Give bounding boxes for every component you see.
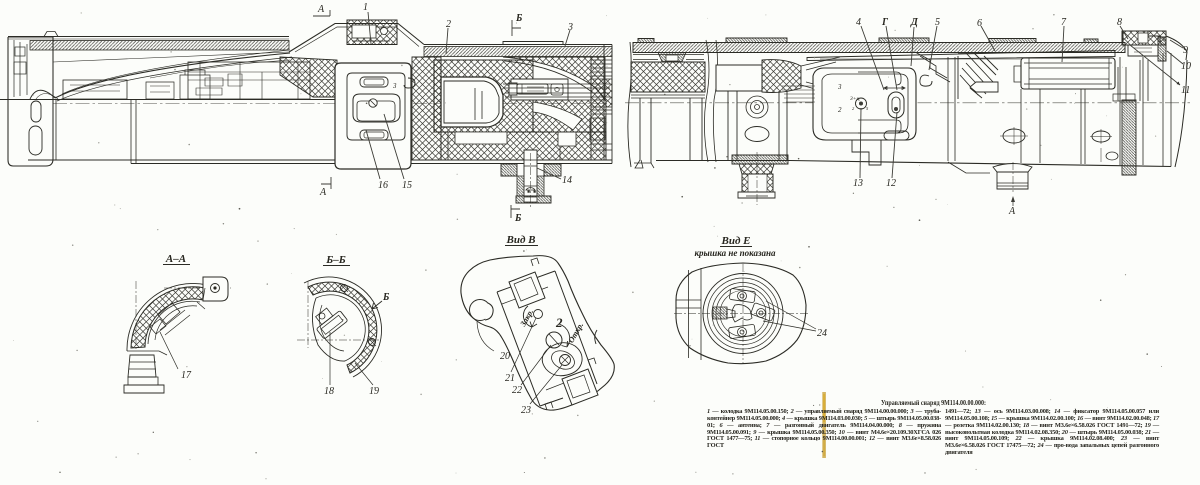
svg-text:17: 17 [181,370,192,381]
svg-text:16: 16 [378,180,388,191]
svg-text:А: А [317,4,325,15]
svg-text:13: 13 [853,178,863,189]
svg-text:3: 3 [567,22,573,33]
svg-text:Г: Г [881,17,889,28]
svg-text:Б: Б [515,13,523,24]
svg-text:21: 21 [505,373,515,384]
svg-text:1: 1 [363,2,368,13]
svg-text:А–А: А–А [165,253,186,265]
svg-text:15: 15 [402,180,412,191]
svg-text:11: 11 [1181,85,1190,96]
svg-text:А: А [1008,206,1016,217]
svg-text:А: А [319,187,327,198]
svg-text:3+и: 3+и [849,96,859,102]
svg-text:Вид Е: Вид Е [721,235,751,247]
svg-text:20: 20 [500,351,510,362]
svg-text:3: 3 [837,83,842,91]
svg-text:4: 4 [856,17,861,28]
svg-text:3: 3 [392,82,397,90]
svg-text:14: 14 [562,175,572,186]
svg-text:18: 18 [324,386,334,397]
svg-text:Б–Б: Б–Б [325,254,345,266]
svg-text:8: 8 [1117,17,1122,28]
svg-text:12: 12 [886,178,896,189]
svg-text:10: 10 [1181,61,1191,72]
svg-text:24: 24 [817,328,827,339]
svg-text:5: 5 [866,106,869,111]
svg-text:2: 2 [555,315,563,330]
svg-text:19: 19 [369,386,379,397]
svg-text:2: 2 [838,106,842,114]
svg-text:22: 22 [512,385,522,396]
svg-text:Б: Б [382,292,390,303]
svg-text:6: 6 [977,18,982,29]
svg-text:Вид В: Вид В [506,234,536,246]
svg-text:Д: Д [910,17,919,28]
svg-text:Б: Б [514,213,522,224]
svg-text:23: 23 [521,405,531,416]
svg-text:5: 5 [935,17,940,28]
svg-text:7: 7 [1061,17,1067,28]
svg-text:2: 2 [446,19,451,30]
svg-text:9: 9 [1183,45,1188,56]
svg-text:2: 2 [852,106,855,111]
svg-text:крышка не показана: крышка не показана [695,248,776,258]
